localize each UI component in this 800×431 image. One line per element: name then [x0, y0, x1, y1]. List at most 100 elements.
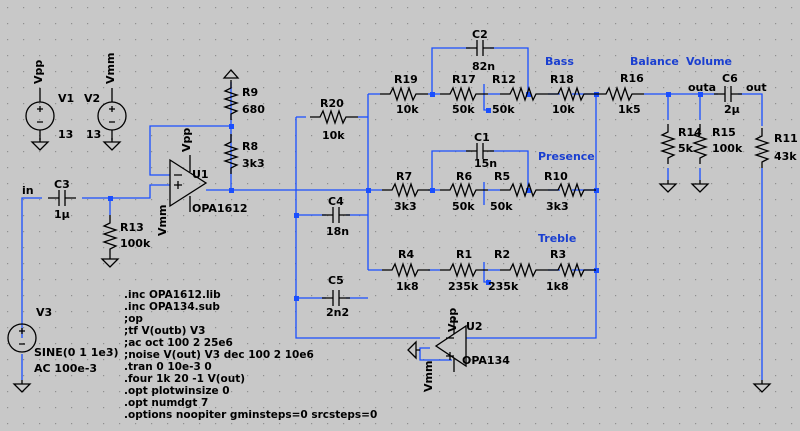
opamp-u2[interactable]: Vpp Vmm U2 OPA134: [407, 308, 510, 392]
net-label-outa: outa: [688, 81, 716, 94]
capacitor-c4[interactable]: C4 18n: [321, 195, 351, 238]
resistor-r19[interactable]: R19 10k: [379, 73, 429, 116]
r9-name: R9: [242, 86, 258, 99]
r16-name: R16: [620, 72, 644, 85]
r6-value: 50k: [452, 200, 475, 213]
resistor-r11[interactable]: R11 43k: [753, 127, 798, 393]
resistor-r3[interactable]: R3 1k8: [546, 248, 597, 293]
c2-name: C2: [472, 28, 488, 41]
r14-value: 5k: [678, 142, 694, 155]
c5-name: C5: [328, 274, 344, 287]
source-v2[interactable]: Vmm V2 13: [84, 53, 127, 151]
r20-name: R20: [320, 97, 344, 110]
junction-dots: [108, 92, 703, 301]
r8-value: 3k3: [242, 157, 265, 170]
resistor-r2[interactable]: R2 235k: [488, 248, 549, 293]
r7-value: 3k3: [394, 200, 417, 213]
section-label-volume: Volume: [686, 55, 732, 68]
directive-line: ;noise V(out) V3 dec 100 2 10e6: [124, 349, 314, 361]
capacitor-c2[interactable]: C2 82n: [465, 28, 495, 73]
v1-value: 13: [58, 128, 73, 141]
capacitor-c1[interactable]: C1 15n: [465, 131, 497, 170]
v3-value2: AC 100e-3: [34, 362, 97, 375]
resistor-r8[interactable]: R8 3k3: [224, 133, 265, 175]
c1-value: 15n: [474, 157, 497, 170]
resistor-r4[interactable]: R4 1k8: [381, 248, 431, 293]
resistor-r9[interactable]: R9 680: [224, 79, 265, 121]
c5-value: 2n2: [326, 306, 349, 319]
r10-value: 3k3: [546, 200, 569, 213]
capacitor-c5[interactable]: C5 2n2: [321, 274, 351, 319]
r11-value: 43k: [774, 150, 797, 163]
r19-name: R19: [394, 73, 418, 86]
c6-value: 2µ: [724, 103, 740, 116]
capacitor-c6[interactable]: C6 2µ: [713, 72, 743, 116]
section-label-treble: Treble: [538, 232, 576, 245]
opamp-u1[interactable]: Vpp Vmm U1 OPA1612: [156, 128, 248, 236]
r16-value: 1k5: [618, 103, 641, 116]
u1-vpp-label: Vpp: [180, 128, 193, 152]
r1-value: 235k: [448, 280, 479, 293]
net-label-out: out: [746, 81, 767, 94]
r2-name: R2: [494, 248, 510, 261]
r13-value: 100k: [120, 237, 151, 250]
c3-name: C3: [54, 178, 70, 191]
r2-value: 235k: [488, 280, 519, 293]
u2-name: U2: [466, 320, 483, 333]
u2-vpp-label: Vpp: [446, 308, 459, 332]
resistor-r18[interactable]: R18 10k: [547, 73, 597, 116]
c4-value: 18n: [326, 225, 349, 238]
r15-value: 100k: [712, 142, 743, 155]
section-label-presence: Presence: [538, 150, 595, 163]
r11-name: R11: [774, 132, 798, 145]
u1-vmm-label: Vmm: [156, 205, 169, 236]
c6-name: C6: [722, 72, 738, 85]
r17-value: 50k: [452, 103, 475, 116]
resistor-r5[interactable]: R5 50k: [490, 170, 549, 213]
c3-value: 1µ: [54, 208, 70, 221]
r4-value: 1k8: [396, 280, 419, 293]
source-v3[interactable]: V3 SINE(0 1 1e3) AC 100e-3: [7, 306, 119, 393]
u2-vmm-label: Vmm: [422, 361, 435, 392]
capacitor-c3[interactable]: C3 1µ: [47, 178, 77, 221]
directive-line: .inc OPA134.sub: [124, 301, 220, 313]
resistor-r7[interactable]: R7 3k3: [381, 170, 431, 213]
resistor-r10[interactable]: R10 3k3: [544, 170, 597, 213]
source-v1[interactable]: Vpp V1 13: [25, 60, 74, 151]
r12-name: R12: [492, 73, 516, 86]
resistor-r16[interactable]: R16 1k5: [595, 72, 645, 116]
directive-line: ;op: [124, 313, 143, 325]
r5-name: R5: [494, 170, 510, 183]
directive-line: .four 1k 20 -1 V(out): [124, 373, 245, 385]
u2-part: OPA134: [462, 354, 510, 367]
r13-name: R13: [120, 221, 144, 234]
v3-value1: SINE(0 1 1e3): [34, 346, 119, 359]
r6-name: R6: [456, 170, 472, 183]
r17-name: R17: [452, 73, 476, 86]
r18-value: 10k: [552, 103, 575, 116]
directive-line: ;tf V(outb) V3: [124, 325, 205, 337]
spice-directives[interactable]: .inc OPA1612.lib .inc OPA134.sub ;op ;tf…: [124, 289, 377, 421]
resistor-r13[interactable]: R13 100k: [101, 214, 151, 268]
r9-value: 680: [242, 103, 265, 116]
r3-name: R3: [550, 248, 566, 261]
resistor-r1[interactable]: R1 235k: [439, 248, 489, 293]
r4-name: R4: [398, 248, 414, 261]
resistor-r6[interactable]: R6 50k: [439, 170, 489, 213]
r3-value: 1k8: [546, 280, 569, 293]
section-label-bass: Bass: [545, 55, 574, 68]
resistor-r17[interactable]: R17 50k: [439, 73, 489, 116]
v2-value: 13: [86, 128, 101, 141]
r18-name: R18: [550, 73, 574, 86]
resistor-r12[interactable]: R12 50k: [492, 73, 549, 116]
c4-name: C4: [328, 195, 344, 208]
resistor-r20[interactable]: R20 10k: [309, 97, 359, 142]
v2-net-label: Vmm: [104, 53, 117, 84]
directive-line: .opt plotwinsize 0: [124, 385, 230, 397]
resistor-r15[interactable]: R15 100k: [691, 123, 743, 193]
section-label-balance: Balance: [630, 55, 679, 68]
directive-line: .tran 0 10e-3 0: [124, 361, 212, 373]
vpp-rail-arrow: [222, 69, 240, 79]
